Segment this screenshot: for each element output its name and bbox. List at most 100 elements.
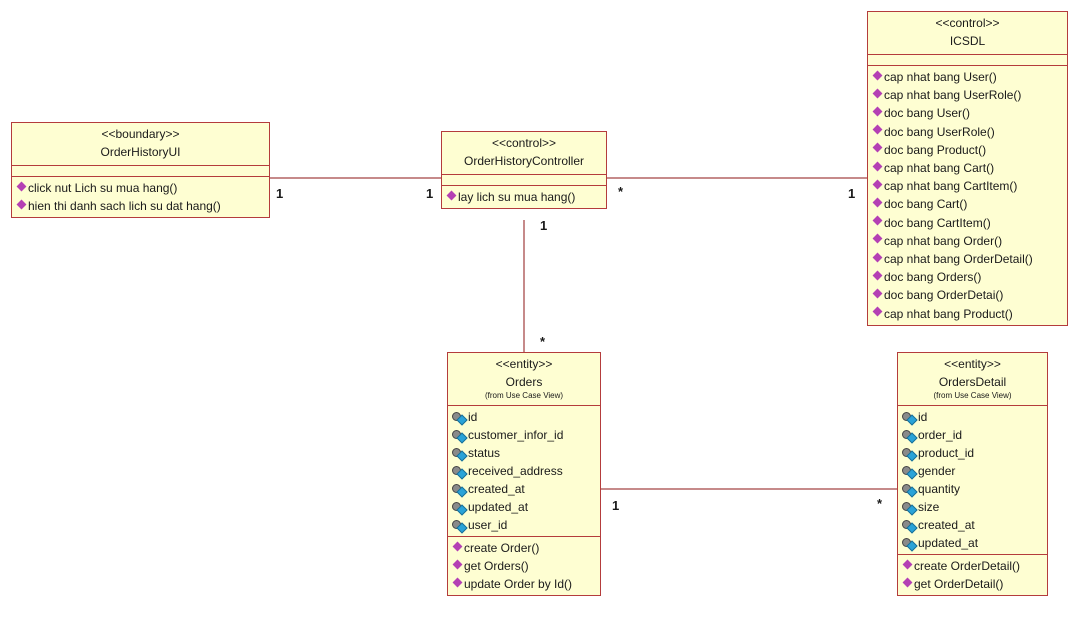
attribute: product_id bbox=[902, 444, 1043, 462]
operation: doc bang OrderDetai() bbox=[872, 286, 1063, 304]
operation: doc bang Product() bbox=[872, 141, 1063, 159]
multiplicity-orders-detail-detail-end: * bbox=[877, 496, 883, 511]
package-note: (from Use Case View) bbox=[484, 391, 564, 400]
operation-icon bbox=[872, 288, 883, 299]
operation-icon bbox=[872, 215, 883, 226]
operation: cap nhat bang CartItem() bbox=[872, 177, 1063, 195]
multiplicity-controller-icsdl-ctrl-end: * bbox=[618, 184, 624, 199]
attribute: updated_at bbox=[902, 534, 1043, 552]
attribute: id bbox=[452, 408, 596, 426]
operations-section: create Order()get Orders()update Order b… bbox=[448, 537, 600, 595]
operation-icon bbox=[902, 577, 913, 587]
operation: hien thi danh sach lich su dat hang() bbox=[16, 197, 265, 215]
operation-icon bbox=[872, 88, 883, 99]
operation-icon bbox=[446, 190, 457, 200]
operation: get OrderDetail() bbox=[902, 575, 1043, 593]
operation: cap nhat bang UserRole() bbox=[872, 86, 1063, 104]
class-name: ICSDL bbox=[949, 34, 986, 48]
class-header: <<control>> ICSDL bbox=[868, 12, 1067, 55]
attribute: size bbox=[902, 498, 1043, 516]
operation-icon bbox=[452, 559, 463, 569]
private-attribute-icon bbox=[452, 501, 468, 516]
attribute: quantity bbox=[902, 480, 1043, 498]
class-name: Orders bbox=[505, 375, 543, 389]
stereotype: <<control>> bbox=[935, 16, 1000, 30]
class-order-history-ui[interactable]: <<boundary>> OrderHistoryUI click nut Li… bbox=[11, 122, 270, 218]
operation: doc bang Orders() bbox=[872, 268, 1063, 286]
operation: cap nhat bang Order() bbox=[872, 232, 1063, 250]
operation-icon bbox=[872, 106, 883, 117]
operation-icon bbox=[872, 270, 883, 281]
operation-icon bbox=[872, 124, 883, 135]
operations-section: cap nhat bang User()cap nhat bang UserRo… bbox=[868, 66, 1067, 325]
operation-icon bbox=[452, 541, 463, 551]
class-name: OrdersDetail bbox=[938, 375, 1007, 389]
multiplicity-orders-end: * bbox=[540, 334, 546, 349]
private-attribute-icon bbox=[902, 519, 918, 534]
operation: update Order by Id() bbox=[452, 575, 596, 593]
class-order-history-controller[interactable]: <<control>> OrderHistoryController lay l… bbox=[441, 131, 607, 209]
attribute: received_address bbox=[452, 462, 596, 480]
operation: cap nhat bang Product() bbox=[872, 305, 1063, 323]
attribute: status bbox=[452, 444, 596, 462]
class-header: <<entity>> OrdersDetail (from Use Case V… bbox=[898, 353, 1047, 406]
multiplicity-icsdl-end: 1 bbox=[848, 186, 856, 201]
private-attribute-icon bbox=[452, 519, 468, 534]
attributes-section bbox=[442, 175, 606, 186]
private-attribute-icon bbox=[902, 447, 918, 462]
operation-icon bbox=[902, 559, 913, 569]
class-name: OrderHistoryUI bbox=[100, 145, 181, 159]
attribute: updated_at bbox=[452, 498, 596, 516]
attribute: id bbox=[902, 408, 1043, 426]
private-attribute-icon bbox=[902, 483, 918, 498]
operation-icon bbox=[872, 233, 883, 244]
class-icsdl[interactable]: <<control>> ICSDL cap nhat bang User()ca… bbox=[867, 11, 1068, 326]
operation: create OrderDetail() bbox=[902, 557, 1043, 575]
stereotype: <<entity>> bbox=[944, 357, 1001, 371]
multiplicity-ui-end: 1 bbox=[276, 186, 284, 201]
operation: get Orders() bbox=[452, 557, 596, 575]
operation: click nut Lich su mua hang() bbox=[16, 179, 265, 197]
operation-icon bbox=[452, 577, 463, 587]
stereotype: <<control>> bbox=[491, 136, 557, 150]
class-orders-detail[interactable]: <<entity>> OrdersDetail (from Use Case V… bbox=[897, 352, 1048, 596]
attributes-section bbox=[12, 166, 269, 177]
private-attribute-icon bbox=[902, 537, 918, 552]
operation: doc bang CartItem() bbox=[872, 214, 1063, 232]
operation: cap nhat bang OrderDetail() bbox=[872, 250, 1063, 268]
multiplicity-controller-orders-ctrl-end: 1 bbox=[540, 218, 548, 233]
package-note: (from Use Case View) bbox=[933, 391, 1012, 400]
attribute: gender bbox=[902, 462, 1043, 480]
operations-section: lay lich su mua hang() bbox=[442, 186, 606, 208]
operation: doc bang User() bbox=[872, 104, 1063, 122]
operation-icon bbox=[16, 199, 27, 209]
class-name: OrderHistoryController bbox=[463, 154, 585, 168]
multiplicity-orders-detail-orders-end: 1 bbox=[612, 498, 620, 513]
attribute: created_at bbox=[902, 516, 1043, 534]
operation-icon bbox=[872, 252, 883, 263]
private-attribute-icon bbox=[452, 429, 468, 444]
operations-section: create OrderDetail()get OrderDetail() bbox=[898, 555, 1047, 595]
class-orders[interactable]: <<entity>> Orders (from Use Case View) i… bbox=[447, 352, 601, 596]
class-header: <<entity>> Orders (from Use Case View) bbox=[448, 353, 600, 406]
operation: cap nhat bang Cart() bbox=[872, 159, 1063, 177]
attribute: user_id bbox=[452, 516, 596, 534]
operation-icon bbox=[872, 161, 883, 172]
operation-icon bbox=[872, 306, 883, 317]
attribute: customer_infor_id bbox=[452, 426, 596, 444]
attribute: created_at bbox=[452, 480, 596, 498]
operations-section: click nut Lich su mua hang() hien thi da… bbox=[12, 177, 269, 217]
operation: cap nhat bang User() bbox=[872, 68, 1063, 86]
operation: lay lich su mua hang() bbox=[446, 188, 602, 206]
operation-icon bbox=[872, 197, 883, 208]
operation-icon bbox=[872, 142, 883, 153]
stereotype: <<boundary>> bbox=[101, 127, 180, 141]
class-header: <<control>> OrderHistoryController bbox=[442, 132, 606, 175]
multiplicity-controller-end: 1 bbox=[426, 186, 434, 201]
private-attribute-icon bbox=[452, 483, 468, 498]
private-attribute-icon bbox=[902, 411, 918, 426]
private-attribute-icon bbox=[902, 465, 918, 480]
